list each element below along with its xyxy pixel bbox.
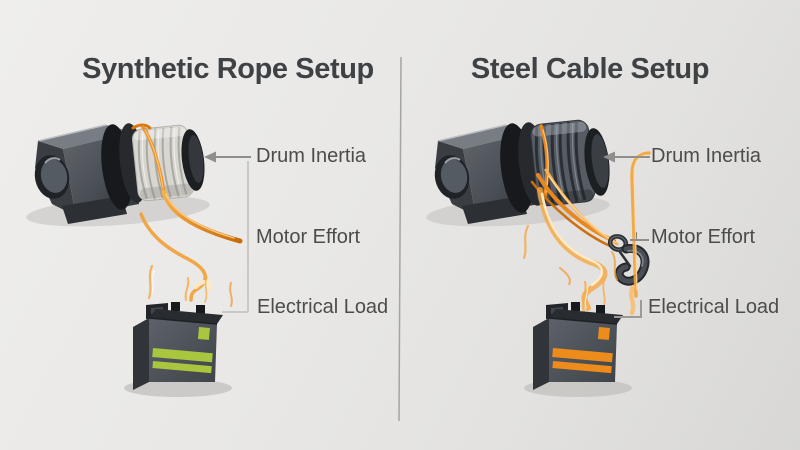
callout-drum-inertia-left: Drum Inertia (256, 145, 367, 167)
arrow-left-icon (603, 151, 615, 163)
callout-motor-effort-right: Motor Effort (651, 226, 756, 248)
callout-electrical-load-right: Electrical Load (648, 296, 780, 318)
battery-charge-bars (552, 327, 613, 374)
panel-title-steel: Steel Cable Setup (470, 53, 710, 85)
callout-connectors (603, 151, 650, 318)
panel-title-synthetic: Synthetic Rope Setup (82, 53, 374, 85)
divider-line (398, 56, 402, 422)
callout-electrical-load-left: Electrical Load (257, 296, 389, 318)
callout-drum-inertia-right: Drum Inertia (651, 145, 762, 167)
energy-swirl (522, 151, 651, 316)
panel-synthetic-rope-art (24, 123, 251, 398)
battery (123, 301, 233, 398)
steel-cable-line (530, 124, 619, 248)
callout-connectors (204, 151, 251, 313)
synthetic-rope-line (131, 123, 243, 244)
energy-swirl (139, 212, 233, 307)
arrow-left-icon (204, 151, 216, 163)
battery-charge-bars (152, 327, 213, 374)
panel-steel-cable-art (424, 119, 651, 398)
callout-motor-effort-left: Motor Effort (256, 226, 361, 248)
